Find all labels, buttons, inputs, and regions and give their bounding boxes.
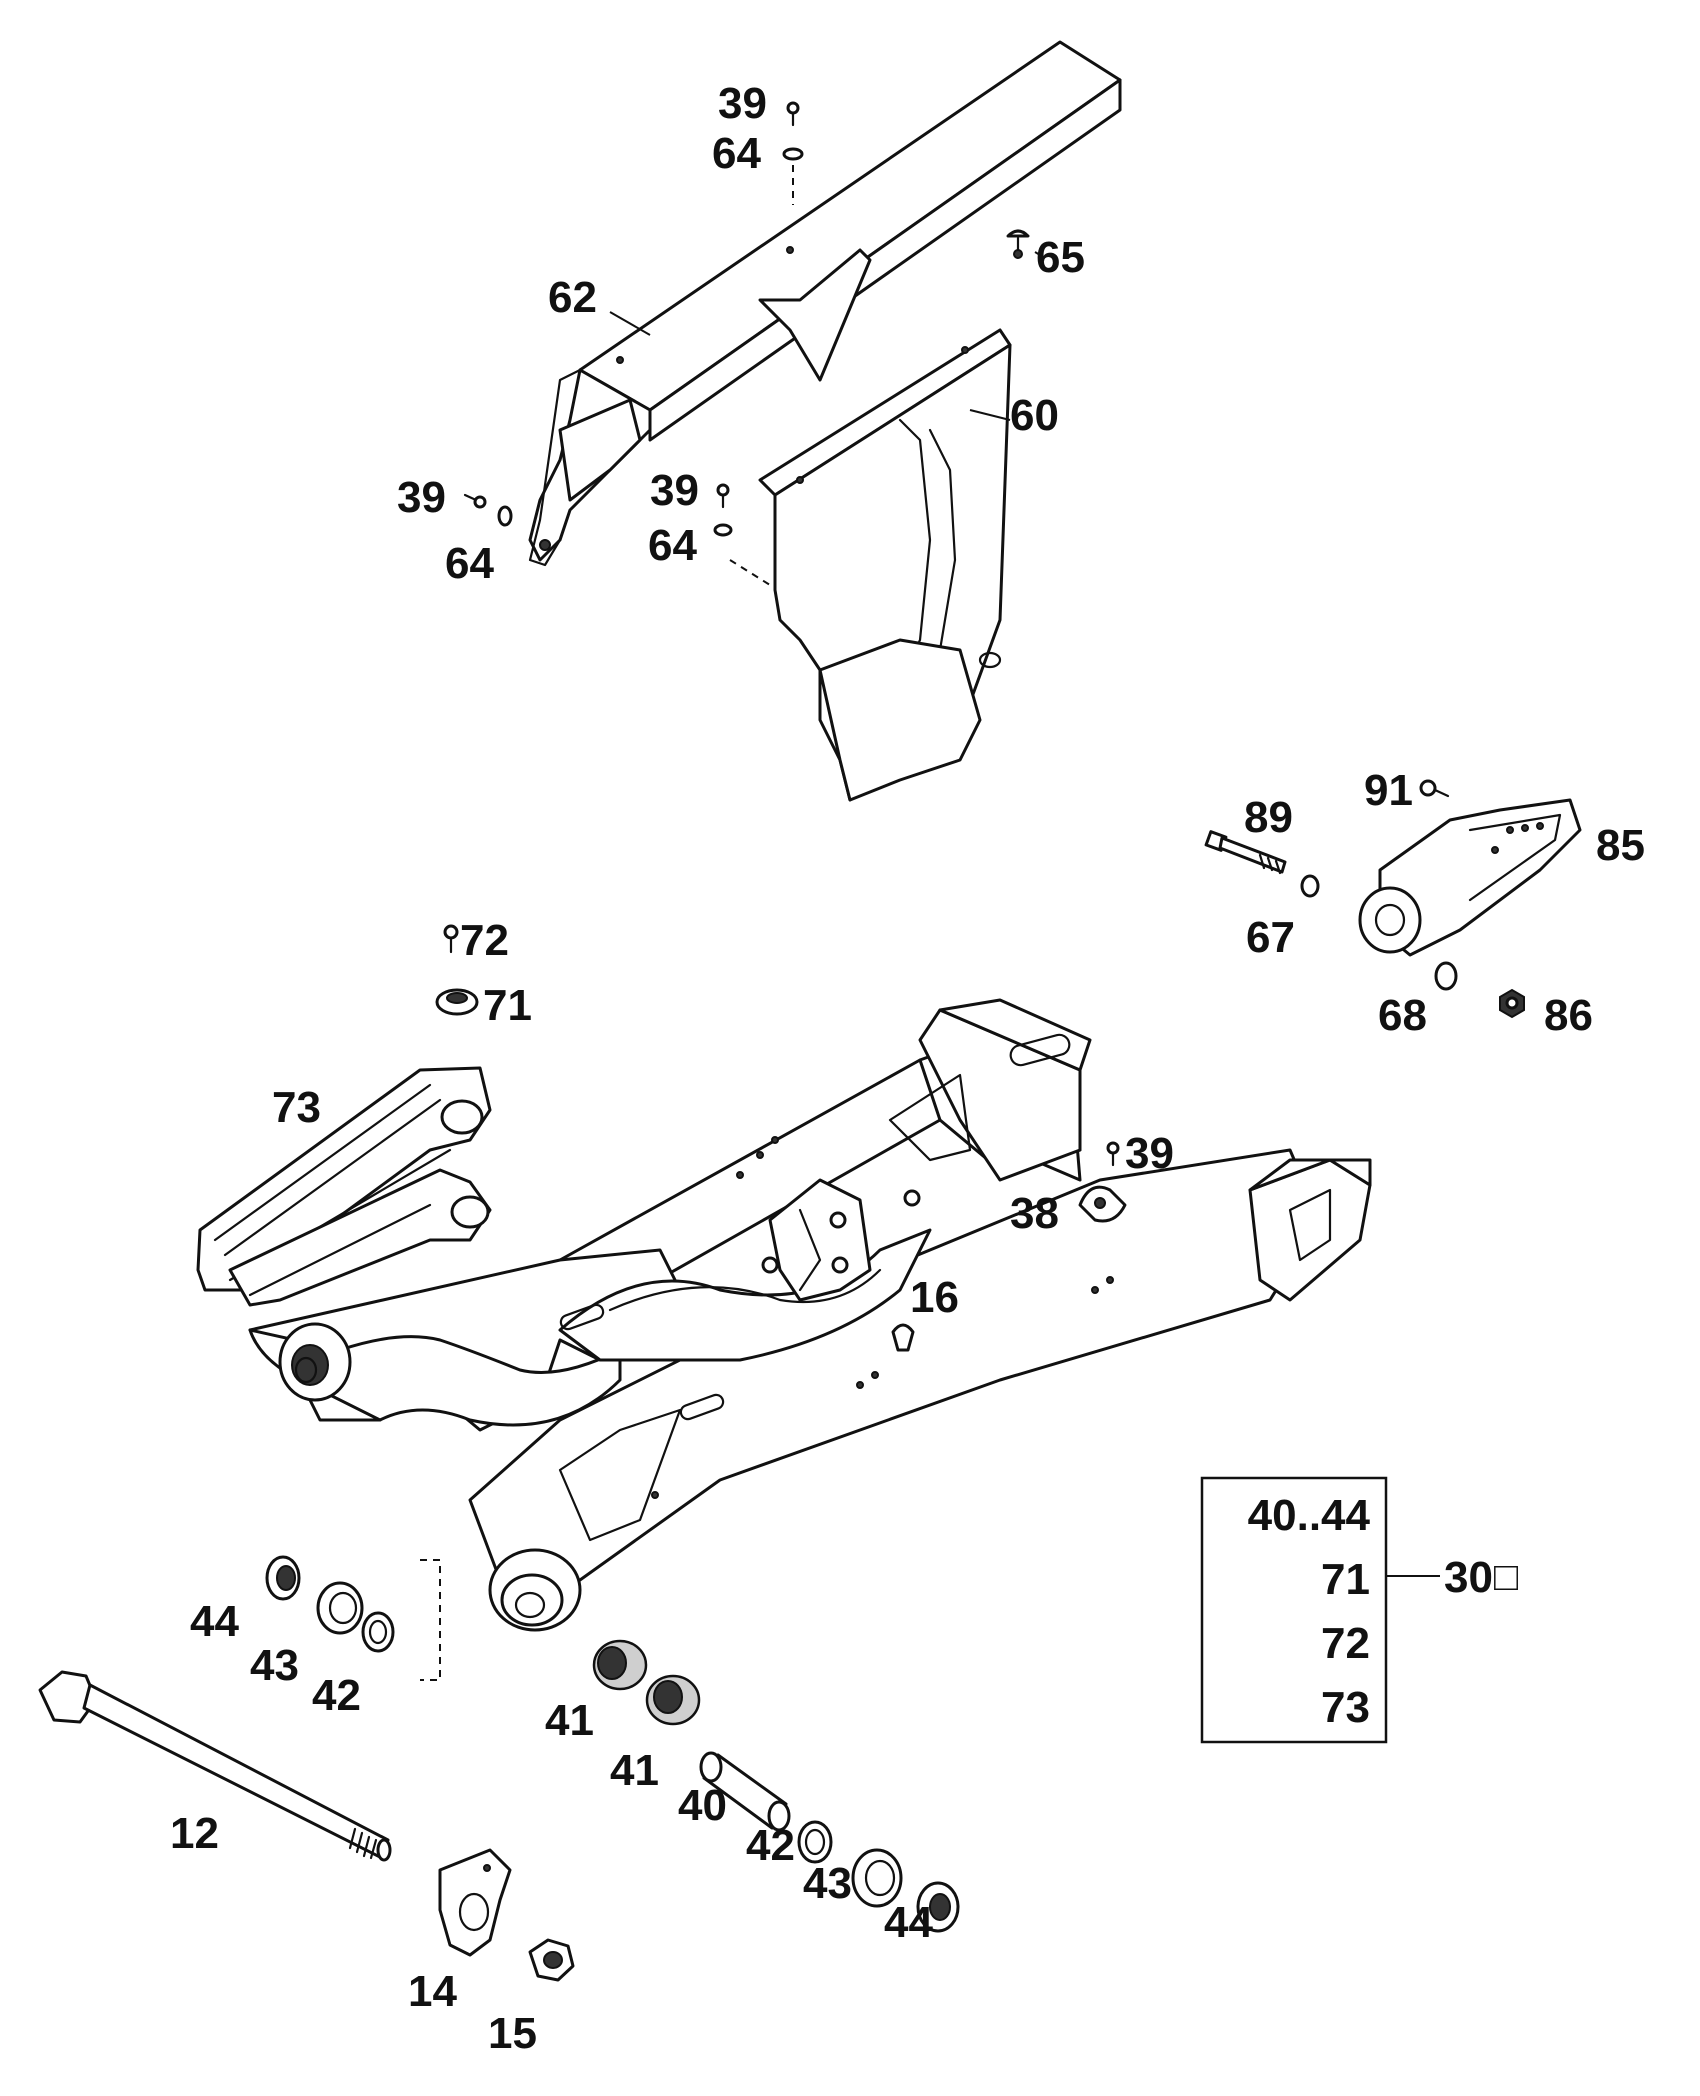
label-41-a: 41 (545, 1696, 594, 1745)
swing-arm (248, 998, 1372, 1632)
screw-39-guide-icon (1106, 1141, 1120, 1167)
label-73: 73 (272, 1083, 321, 1132)
label-16: 16 (910, 1273, 959, 1322)
label-41-b: 41 (610, 1746, 659, 1795)
washer-64-left-icon (497, 505, 513, 527)
bearing-set-left (265, 1555, 395, 1653)
label-44-left: 44 (190, 1597, 239, 1646)
label-39-top: 39 (718, 79, 767, 128)
label-64-top: 64 (712, 129, 761, 178)
expansion-rivet-65-icon (1006, 229, 1030, 259)
label-42-left: 42 (312, 1671, 361, 1720)
label-39-mid: 39 (650, 466, 699, 515)
label-71: 71 (483, 981, 532, 1030)
label-43-right: 43 (803, 1859, 852, 1908)
label-85: 85 (1596, 821, 1645, 870)
label-72: 72 (460, 916, 509, 965)
label-89: 89 (1244, 793, 1293, 842)
chain-adjuster-14 (438, 1848, 512, 1957)
screw-39-left-icon (463, 493, 487, 509)
label-39-left: 39 (397, 473, 446, 522)
bolt-89-icon (1204, 830, 1287, 875)
chain-guard-rail (528, 40, 1122, 567)
washer-64-top-icon (782, 147, 804, 161)
chain-guard-cover (758, 328, 1012, 802)
kit-row-3: 72 (1321, 1619, 1370, 1668)
kit-row-2: 71 (1321, 1555, 1370, 1604)
kit-box: 40..44 71 72 73 30 □ (1200, 1476, 1518, 1744)
washer-68-icon (1434, 961, 1458, 991)
nut-86-icon (1499, 988, 1525, 1019)
label-42-right: 42 (746, 1821, 795, 1870)
kit-reference: 30 (1444, 1553, 1493, 1602)
pivot-axle-12 (38, 1670, 392, 1862)
label-15: 15 (488, 2009, 537, 2058)
screw-39-top-icon (786, 101, 800, 127)
label-60: 60 (1010, 391, 1059, 440)
screw-39-mid-icon (716, 483, 730, 509)
label-64-left: 64 (445, 539, 494, 588)
cap-71-icon (435, 988, 479, 1016)
label-91: 91 (1364, 766, 1413, 815)
nut-15-icon (528, 1938, 575, 1982)
screw-91-icon (1419, 779, 1450, 798)
chain-slider-85 (1358, 798, 1582, 957)
washer-64-mid-icon (713, 523, 733, 537)
plug-16-icon (891, 1323, 915, 1352)
label-68: 68 (1378, 991, 1427, 1040)
label-40: 40 (678, 1781, 727, 1830)
washer-67-icon (1300, 874, 1320, 898)
chain-slider-73 (196, 1066, 492, 1307)
label-43-left: 43 (250, 1641, 299, 1690)
kit-reference-symbol: □ (1494, 1555, 1518, 1599)
label-38: 38 (1010, 1189, 1059, 1238)
kit-row-4: 73 (1321, 1683, 1370, 1732)
label-44-right: 44 (884, 1898, 933, 1947)
label-67: 67 (1246, 913, 1295, 962)
label-65: 65 (1036, 233, 1085, 282)
label-39-guide: 39 (1125, 1129, 1174, 1178)
label-14: 14 (408, 1967, 457, 2016)
bolt-72-icon (443, 924, 459, 954)
label-62: 62 (548, 273, 597, 322)
kit-row-1: 40..44 (1248, 1491, 1371, 1540)
label-86: 86 (1544, 991, 1593, 1040)
label-12: 12 (170, 1809, 219, 1858)
bearing-set-right (592, 1639, 960, 1933)
clip-38-icon (1078, 1185, 1127, 1223)
label-64-mid: 64 (648, 521, 697, 570)
